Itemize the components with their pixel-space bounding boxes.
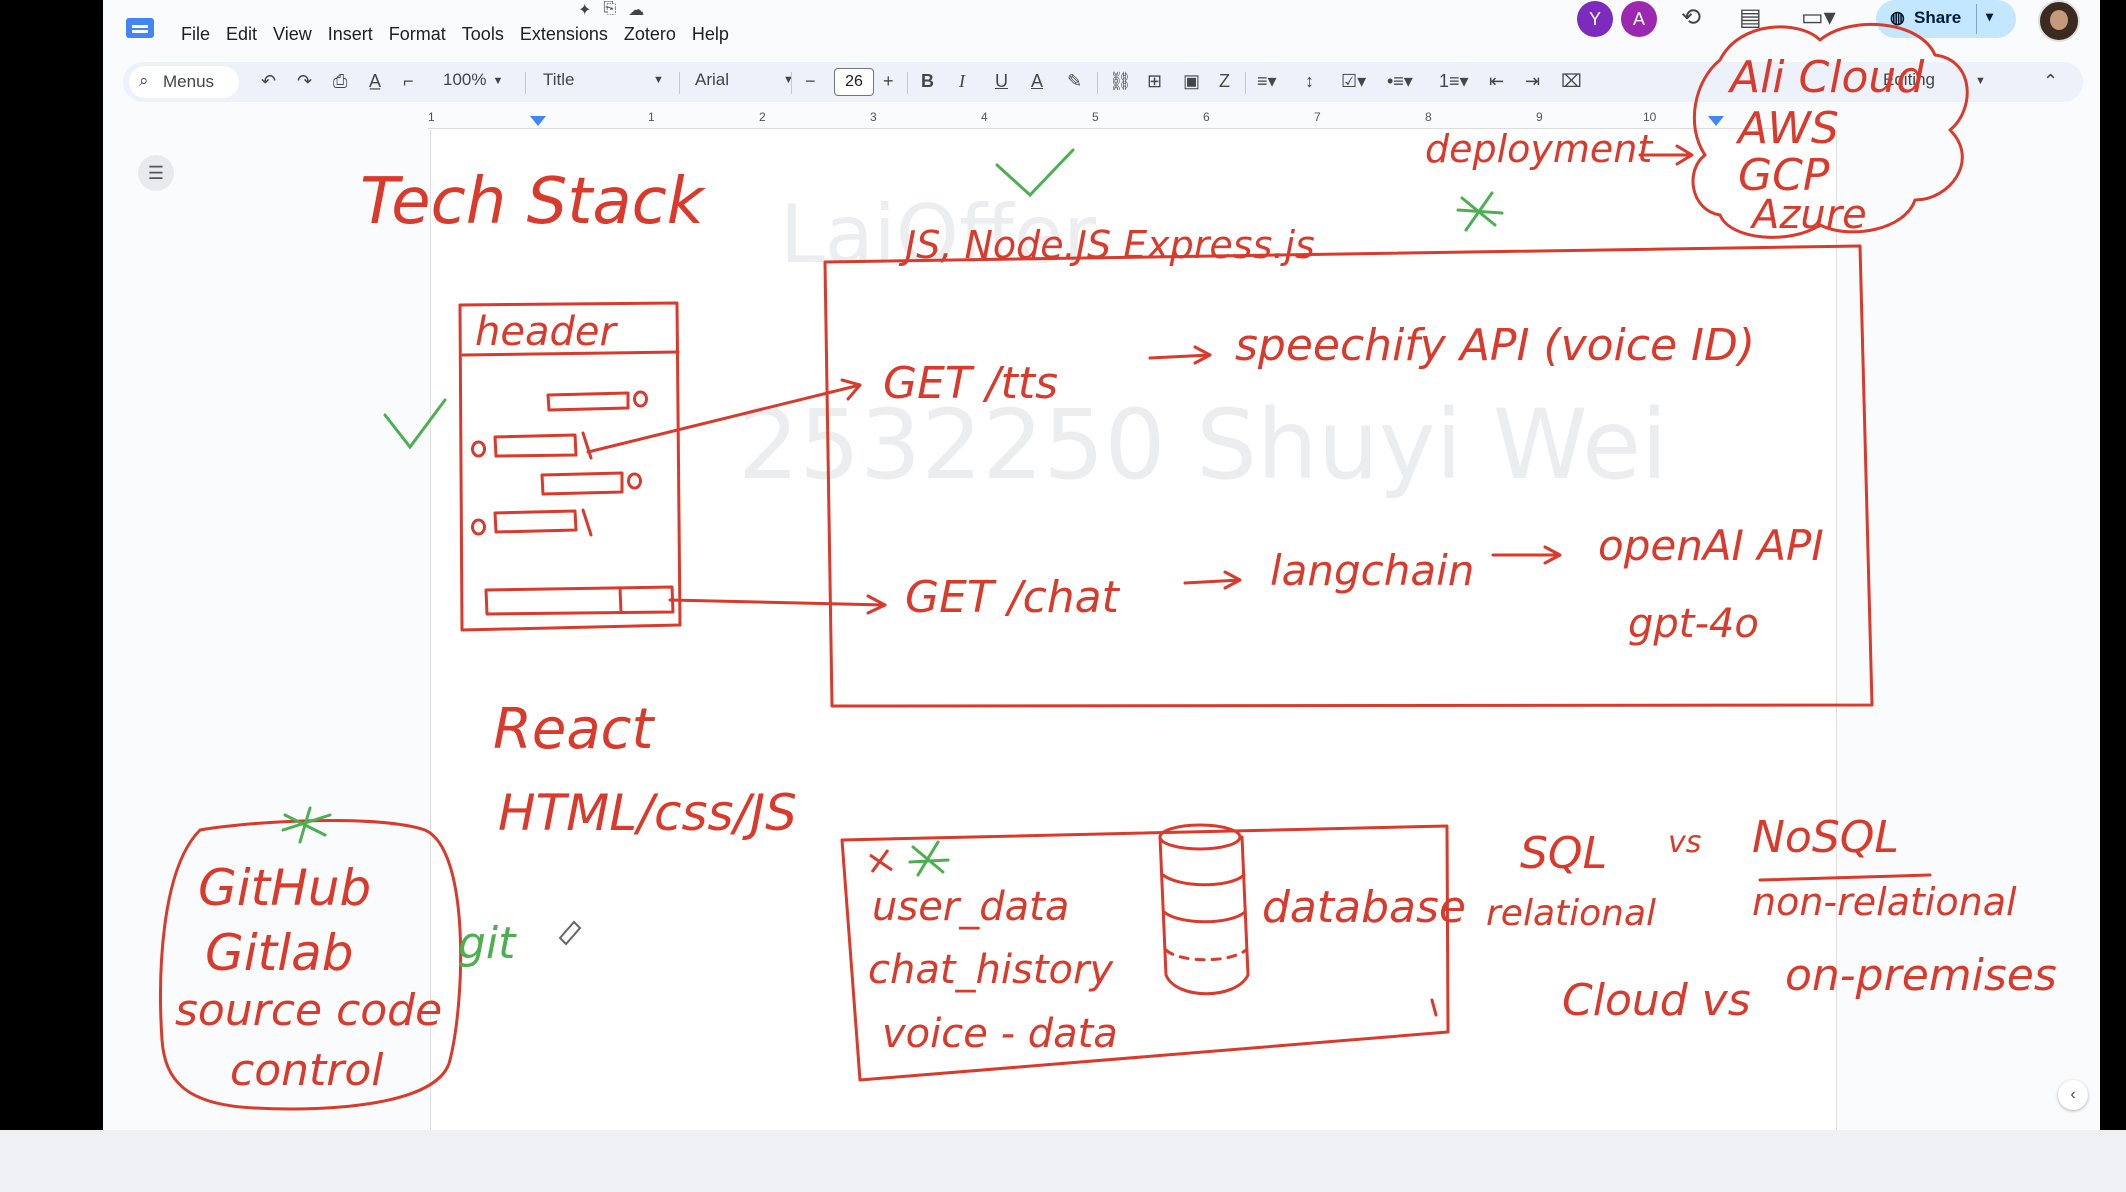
checklist-icon[interactable]: ☑▾ [1341,71,1367,91]
ruler-number: 9 [1536,110,1543,124]
spellcheck-icon[interactable]: A̲ [369,71,382,91]
style-select[interactable]: Title▼ [543,70,664,89]
menu-help[interactable]: Help [691,24,729,44]
right-indent-marker[interactable] [1708,116,1724,126]
comments-icon[interactable]: ▤ [1739,4,1762,31]
search-icon: ⌕ [139,71,149,90]
right-black-bar [2100,0,2126,1130]
increase-indent-icon[interactable]: ⇥ [1525,71,1541,91]
doc-status-icons: ✦ ⎘ ☁ [578,0,644,20]
comment-icon[interactable]: ⊞ [1147,71,1163,91]
numbered-list-icon[interactable]: 1≡▾ [1439,71,1469,91]
ruler-number: 2 [759,110,766,124]
left-indent-marker[interactable] [530,116,546,126]
line-spacing-icon[interactable]: ↕ [1305,71,1314,91]
font-select[interactable]: Arial▼ [695,70,794,89]
style-value: Title [543,70,575,89]
increase-font-icon[interactable]: + [883,71,894,91]
toolbar: ⌕ Menus ↶ ↷ ⎙ A̲ ⌐ 100%▼ Title▼ Arial▼ −… [123,62,2083,102]
zoom-value: 100% [443,70,487,89]
document-page[interactable] [430,130,1837,1130]
zoom-select[interactable]: 100%▼ [443,70,504,89]
share-button[interactable]: ◍ Share ▾ [1876,0,2016,38]
bottom-strip [0,1130,2126,1192]
print-icon[interactable]: ⎙ [333,71,348,91]
left-black-bar [0,0,103,1130]
image-icon[interactable]: ▣ [1183,71,1201,91]
globe-icon: ◍ [1890,8,1905,27]
undo-icon[interactable]: ↶ [261,71,277,91]
redo-icon[interactable]: ↷ [297,71,313,91]
menu-edit[interactable]: Edit [226,24,258,44]
star-icon[interactable]: ✦ [578,2,592,19]
profile-avatar[interactable] [2038,0,2080,42]
move-icon[interactable]: ⎘ [603,0,617,17]
menus-search[interactable]: ⌕ Menus [129,66,239,98]
bold-icon[interactable]: B [921,71,934,91]
font-value: Arial [695,70,730,89]
collaborator-avatar-2[interactable]: A [1621,1,1657,37]
align-icon[interactable]: ≡▾ [1257,71,1277,91]
collaborator-avatar-1[interactable]: Y [1577,1,1613,37]
editing-mode-value: Editing [1883,70,1935,89]
menu-tools[interactable]: Tools [461,24,504,44]
bulleted-list-icon[interactable]: •≡▾ [1387,71,1413,91]
menus-search-label: Menus [163,72,215,91]
ruler-number: 6 [1203,110,1210,124]
menu-zotero[interactable]: Zotero [623,24,676,44]
decrease-indent-icon[interactable]: ⇤ [1489,71,1505,91]
italic-icon[interactable]: I [959,71,965,91]
ruler-number: 8 [1425,110,1432,124]
menu-extensions[interactable]: Extensions [519,24,608,44]
docs-logo-icon[interactable] [126,18,154,38]
paint-format-icon[interactable]: ⌐ [403,71,414,91]
side-panel-toggle-icon[interactable]: ‹ [2058,1080,2088,1110]
menu-file[interactable]: File [181,24,211,44]
underline-icon[interactable]: U [995,71,1008,91]
menu-bar: File Edit View Insert Format Tools Exten… [173,22,737,47]
link-icon[interactable]: ⛓ [1109,71,1132,91]
ruler-number: 1 [648,110,655,124]
ruler[interactable]: 1 1 2 3 4 5 6 7 8 9 10 [428,110,1778,129]
font-size-input[interactable]: 26 [834,68,874,96]
ruler-number: 7 [1314,110,1321,124]
ruler-number: 5 [1092,110,1099,124]
menu-format[interactable]: Format [388,24,446,44]
highlight-icon[interactable]: ✎ [1067,71,1083,91]
cloud-icon[interactable]: ☁ [628,2,645,19]
meet-icon[interactable]: ▭▾ [1801,4,1836,31]
editing-mode-select[interactable]: Editing▼ [1883,70,1986,89]
docs-app: ✦ ⎘ ☁ File Edit View Insert Format Tools… [103,0,2100,1130]
decrease-font-icon[interactable]: − [805,71,816,91]
clear-format-icon[interactable]: ⌧ [1561,71,1582,91]
share-label: Share [1914,8,1962,27]
ruler-number: 3 [870,110,877,124]
collapse-toolbar-icon[interactable]: ⌃ [2043,71,2059,91]
share-caret-icon[interactable]: ▾ [1986,8,1994,24]
text-color-icon[interactable]: A [1031,71,1044,91]
outline-icon[interactable]: ☰ [138,155,174,191]
z-icon[interactable]: Z [1219,71,1230,91]
ruler-number: 4 [981,110,988,124]
menu-view[interactable]: View [273,24,312,44]
menu-insert[interactable]: Insert [327,24,373,44]
ruler-number: 1 [428,110,435,124]
history-icon[interactable]: ⟲ [1681,4,1702,31]
ruler-number: 10 [1643,110,1657,124]
